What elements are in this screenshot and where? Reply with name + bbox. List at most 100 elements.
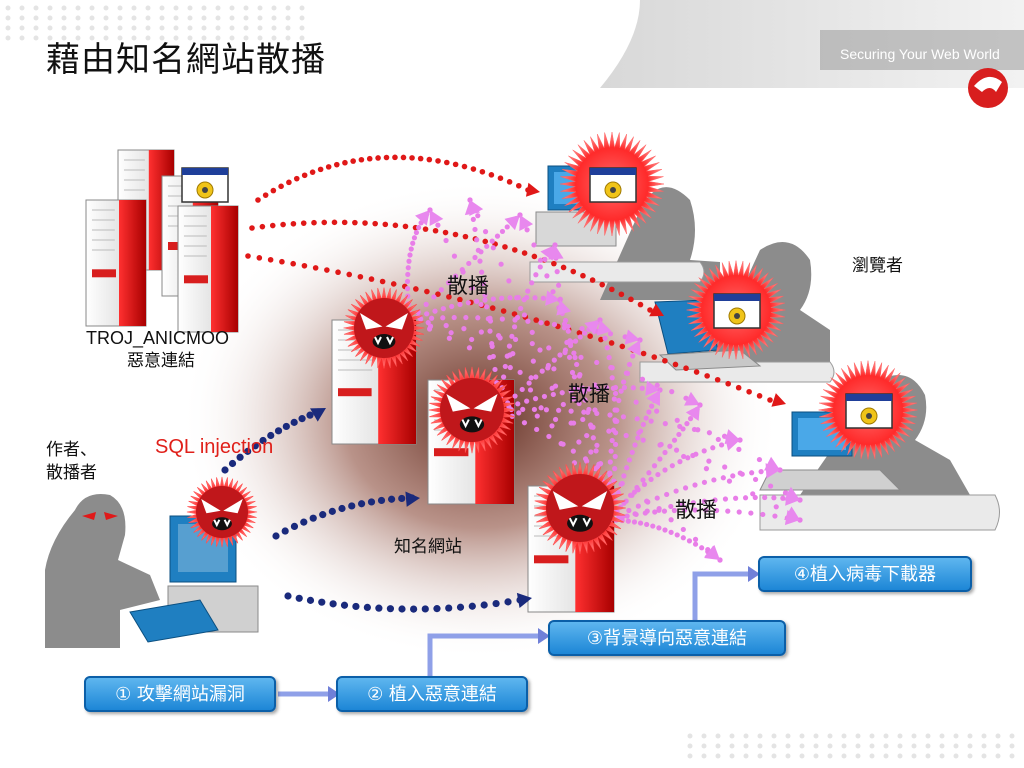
virus-fangs	[568, 517, 592, 528]
popup-gear-hub	[734, 313, 740, 319]
flow-dot	[576, 400, 582, 407]
decor-dot	[285, 5, 291, 11]
decor-dot	[173, 25, 179, 31]
flow-dot	[545, 365, 551, 371]
attack-arrow-3	[516, 592, 532, 609]
flow-dot	[607, 459, 613, 465]
flow-dot	[410, 240, 416, 246]
decor-dot	[785, 743, 791, 749]
virus-icons	[186, 287, 626, 554]
decor-dot	[687, 743, 693, 749]
attacker-body	[45, 494, 160, 648]
decor-dot	[995, 743, 1001, 749]
flow-dot	[681, 507, 688, 513]
decor-dot	[215, 35, 221, 41]
flow-dot	[673, 488, 679, 494]
decor-dot	[953, 743, 959, 749]
flow-dot	[357, 500, 366, 508]
flow-dot	[557, 352, 563, 358]
flow-dot	[607, 470, 613, 476]
popup-user-2	[713, 293, 761, 329]
attack-arrow-1	[310, 408, 326, 422]
flow-dot	[462, 233, 469, 240]
flow-dot	[599, 281, 606, 288]
flow-dot	[509, 333, 515, 339]
flow-dot	[435, 222, 441, 228]
flow-dot	[259, 436, 267, 445]
flow-dot	[311, 219, 317, 226]
flow-dot	[440, 315, 446, 321]
flow-dot	[608, 448, 614, 454]
spread-arrow	[765, 463, 780, 479]
flow-dot	[674, 532, 680, 538]
decor-dot	[299, 35, 305, 41]
decor-dot	[201, 25, 207, 31]
flow-dot	[352, 602, 360, 611]
attack-arrow-2	[405, 491, 420, 507]
flow-dot	[487, 318, 494, 324]
flow-dot	[290, 260, 296, 267]
decor-dot	[981, 753, 987, 759]
decor-dot	[799, 733, 805, 739]
flow-dot	[506, 343, 513, 349]
flow-dot	[631, 519, 638, 525]
flow-dot	[722, 496, 729, 502]
flow-dot	[383, 154, 390, 161]
flow-dot	[392, 222, 399, 229]
flow-dot	[610, 427, 617, 433]
flow-dot	[272, 532, 280, 540]
decor-dot	[967, 743, 973, 749]
flow-dot	[507, 364, 513, 371]
flow-dot	[560, 441, 566, 447]
flow-dot	[551, 260, 557, 267]
flow-dot	[418, 316, 424, 322]
decor-dot	[1009, 733, 1015, 739]
spread-flow	[607, 494, 803, 523]
popup-gear-hub	[866, 413, 872, 419]
flow-dot	[562, 317, 569, 324]
decor-dot	[841, 753, 847, 759]
flow-dot	[324, 267, 330, 273]
decor-dot	[33, 5, 39, 11]
flow-dot	[279, 258, 285, 265]
flow-dot	[537, 257, 544, 263]
flow-dot	[612, 390, 619, 397]
flow-dot	[358, 156, 365, 163]
flow-dot	[722, 464, 728, 470]
flow-dot	[726, 478, 733, 484]
decor-dot	[103, 35, 109, 41]
flow-dot	[576, 439, 582, 445]
flow-dot	[466, 260, 472, 267]
spread-arrow	[469, 200, 484, 216]
flow-dot	[407, 252, 413, 258]
flow-dot	[609, 286, 615, 293]
flow-dot	[595, 385, 601, 391]
flow-dot	[426, 156, 433, 163]
flow-dot	[568, 420, 574, 426]
flow-dot	[706, 458, 712, 464]
decor-dot	[911, 753, 917, 759]
decor-dot	[257, 15, 263, 21]
flow-dot	[318, 598, 326, 606]
virus-head	[440, 378, 504, 442]
decor-dot	[743, 753, 749, 759]
decor-dot	[841, 733, 847, 739]
flow-dot	[444, 159, 450, 166]
flow-dot	[346, 271, 353, 278]
spread-arrow	[504, 215, 520, 231]
attacker-eyes-icon	[82, 512, 118, 520]
flow-dot	[405, 271, 411, 278]
flow-dot	[497, 175, 504, 181]
decor-dot	[201, 35, 207, 41]
flow-dot	[651, 463, 658, 469]
flow-dot	[685, 455, 691, 461]
flow-dot	[492, 366, 498, 373]
flow-dot	[648, 418, 654, 424]
flow-dot	[621, 473, 627, 479]
flow-dot	[662, 357, 668, 364]
flow-dot	[584, 432, 590, 439]
step-2-box: ② 植入惡意連結	[336, 676, 528, 712]
flow-dot	[443, 237, 449, 244]
decor-dot	[131, 5, 137, 11]
flow-dot	[482, 292, 488, 298]
